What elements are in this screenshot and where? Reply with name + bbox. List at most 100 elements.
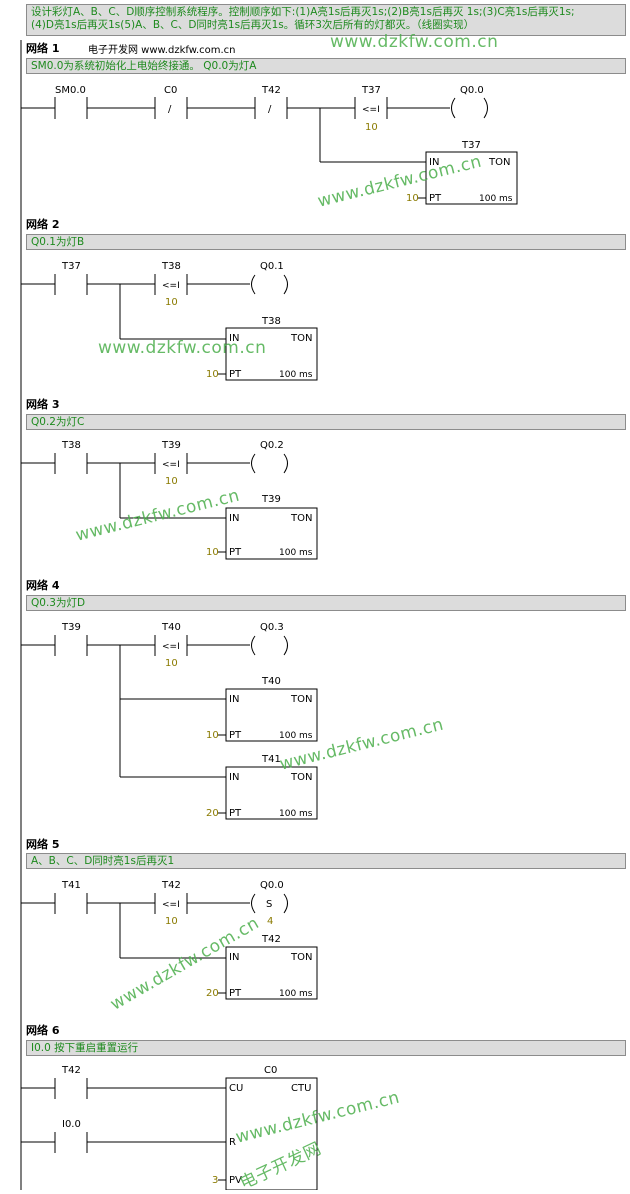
n4-contact-t39-label[interactable]: T39 xyxy=(61,622,81,633)
n1-coil-q00-label[interactable]: Q0.0 xyxy=(460,85,484,96)
n4-timer-pt-value[interactable]: 10 xyxy=(206,730,219,741)
n1-contact-t42-label[interactable]: T42 xyxy=(261,85,281,96)
n5-timer-pt-value[interactable]: 20 xyxy=(206,988,219,999)
n6-counter-pv-value[interactable]: 3 xyxy=(212,1175,218,1186)
n3-timer-pt-value[interactable]: 10 xyxy=(206,547,219,558)
n6-counter-type: CTU xyxy=(291,1083,311,1094)
program-comment-line-2: (4)D亮1s后再灭1s(5)A、B、C、D同时亮1s后再灭1s。循环3次后所有… xyxy=(31,19,475,31)
n1-timer-pt-pin: PT xyxy=(429,193,442,204)
n4-compare-value[interactable]: 10 xyxy=(165,658,178,669)
n2-compare-value[interactable]: 10 xyxy=(165,297,178,308)
n4-coil-q03-label[interactable]: Q0.3 xyxy=(260,622,284,633)
network-2-comment[interactable]: Q0.1为灯B xyxy=(26,234,626,250)
n4-timer-type: TON xyxy=(290,694,312,705)
n4-compare-t40-label[interactable]: T40 xyxy=(161,622,181,633)
n6-counter-c0-label[interactable]: C0 xyxy=(264,1065,277,1076)
n2-coil-q01-label[interactable]: Q0.1 xyxy=(260,261,284,272)
network-1-extra-text: 电子开发网 www.dzkfw.com.cn xyxy=(88,45,236,56)
program-comment[interactable]: 设计彩灯A、B、C、D顺序控制系统程序。控制顺序如下:(1)A亮1s后再灭1s;… xyxy=(26,4,626,36)
watermark-1: www.dzkfw.com.cn xyxy=(330,32,499,52)
n4-timer-base: 100 ms xyxy=(279,731,313,741)
n4-timer2-type: TON xyxy=(290,772,312,783)
n4-timer2-pt-pin: PT xyxy=(229,808,242,819)
network-2-title[interactable]: 网络 2 xyxy=(26,218,60,231)
n5-timer-in-pin: IN xyxy=(229,952,239,963)
n1-timer-base: 100 ms xyxy=(479,194,513,204)
n6-counter-r-pin: R xyxy=(229,1137,236,1148)
network-2-rung xyxy=(21,274,318,381)
n5-compare-t42-label[interactable]: T42 xyxy=(161,880,181,891)
network-4-rung xyxy=(21,635,318,820)
n5-compare-value[interactable]: 10 xyxy=(165,916,178,927)
n2-timer-t38-label[interactable]: T38 xyxy=(261,316,281,327)
network-3-comment[interactable]: Q0.2为灯C xyxy=(26,414,626,430)
n2-contact-t37-label[interactable]: T37 xyxy=(61,261,81,272)
n5-coil-set-type: S xyxy=(266,899,272,910)
n5-timer-base: 100 ms xyxy=(279,989,313,999)
program-comment-line-1: 设计彩灯A、B、C、D顺序控制系统程序。控制顺序如下:(1)A亮1s后再灭1s;… xyxy=(31,6,575,18)
n1-not-t42: / xyxy=(268,104,272,115)
n5-coil-set-count[interactable]: 4 xyxy=(267,916,273,927)
n3-timer-t39-label[interactable]: T39 xyxy=(261,494,281,505)
n1-timer-pt-value[interactable]: 10 xyxy=(406,193,419,204)
network-6-comment[interactable]: I0.0 按下重启重置运行 xyxy=(26,1040,626,1056)
n3-contact-t38-label[interactable]: T38 xyxy=(61,440,81,451)
n5-coil-q00-label[interactable]: Q0.0 xyxy=(260,880,284,891)
network-4-comment[interactable]: Q0.3为灯D xyxy=(26,595,626,611)
watermark-3: www.dzkfw.com.cn xyxy=(98,338,267,358)
n3-timer-type: TON xyxy=(290,513,312,524)
n1-not-c0: / xyxy=(168,104,172,115)
network-4-title[interactable]: 网络 4 xyxy=(26,579,60,592)
n1-timer-in-pin: IN xyxy=(429,157,439,168)
n1-contact-c0-label[interactable]: C0 xyxy=(164,85,177,96)
network-5-rung xyxy=(21,893,318,1000)
n4-compare-op: <=I xyxy=(162,642,180,652)
n5-compare-op: <=I xyxy=(162,900,180,910)
n3-coil-q02-label[interactable]: Q0.2 xyxy=(260,440,284,451)
n3-timer-base: 100 ms xyxy=(279,548,313,558)
n2-timer-pt-pin: PT xyxy=(229,369,242,380)
n1-compare-t37-label[interactable]: T37 xyxy=(361,85,381,96)
network-1-rung xyxy=(21,97,518,205)
n2-timer-base: 100 ms xyxy=(279,370,313,380)
n5-timer-pt-pin: PT xyxy=(229,988,242,999)
n4-timer2-base: 100 ms xyxy=(279,809,313,819)
n4-timer2-pt-value[interactable]: 20 xyxy=(206,808,219,819)
n3-compare-t39-label[interactable]: T39 xyxy=(161,440,181,451)
n4-timer-in-pin: IN xyxy=(229,694,239,705)
n1-compare-op: <=I xyxy=(362,105,380,115)
n1-timer-t37-label[interactable]: T37 xyxy=(461,140,481,151)
n1-contact-sm00-label[interactable]: SM0.0 xyxy=(55,85,86,96)
n4-timer-t40-label[interactable]: T40 xyxy=(261,676,281,687)
n3-compare-value[interactable]: 10 xyxy=(165,476,178,487)
network-1-title[interactable]: 网络 1 xyxy=(26,42,60,55)
n4-timer-pt-pin: PT xyxy=(229,730,242,741)
n4-timer-t41-label[interactable]: T41 xyxy=(261,754,281,765)
n6-contact-t42-label[interactable]: T42 xyxy=(61,1065,81,1076)
network-6-rung xyxy=(21,1077,318,1190)
n1-timer-type: TON xyxy=(488,157,510,168)
n2-timer-pt-value[interactable]: 10 xyxy=(206,369,219,380)
n3-compare-op: <=I xyxy=(162,460,180,470)
n6-counter-cu-pin: CU xyxy=(229,1083,243,1094)
network-5-comment[interactable]: A、B、C、D同时亮1s后再灭1 xyxy=(26,853,626,869)
n1-compare-value[interactable]: 10 xyxy=(365,122,378,133)
n4-timer2-in-pin: IN xyxy=(229,772,239,783)
network-1-comment[interactable]: SM0.0为系统初始化上电始终接通。 Q0.0为灯A xyxy=(26,58,626,74)
n2-timer-in-pin: IN xyxy=(229,333,239,344)
n5-timer-t42-label[interactable]: T42 xyxy=(261,934,281,945)
network-6-title[interactable]: 网络 6 xyxy=(26,1024,60,1037)
n6-counter-pv-pin: PV xyxy=(229,1175,242,1186)
network-5-title[interactable]: 网络 5 xyxy=(26,838,60,851)
n5-timer-type: TON xyxy=(290,952,312,963)
network-3-rung xyxy=(21,453,318,560)
n5-contact-t41-label[interactable]: T41 xyxy=(61,880,81,891)
n2-compare-t38-label[interactable]: T38 xyxy=(161,261,181,272)
n2-compare-op: <=I xyxy=(162,281,180,291)
n2-timer-type: TON xyxy=(290,333,312,344)
n3-timer-pt-pin: PT xyxy=(229,547,242,558)
n6-contact-i00-label[interactable]: I0.0 xyxy=(62,1119,81,1130)
network-3-title[interactable]: 网络 3 xyxy=(26,398,60,411)
n3-timer-in-pin: IN xyxy=(229,513,239,524)
